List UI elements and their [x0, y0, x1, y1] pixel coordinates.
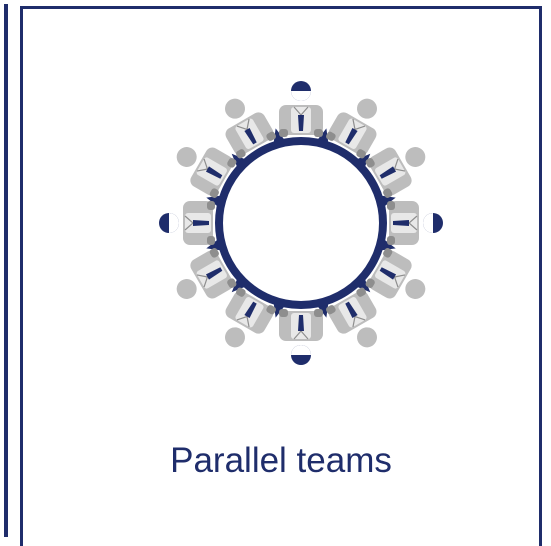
- person-seated-icon: [176, 147, 237, 198]
- person-seated-icon: [176, 248, 237, 299]
- team-member: [176, 147, 237, 198]
- team-member: [159, 201, 215, 245]
- team-member: [326, 98, 377, 159]
- card-caption: Parallel teams: [170, 441, 392, 480]
- person-seated-icon: [365, 248, 426, 299]
- round-table-diagram: [159, 81, 443, 365]
- team-member: [326, 287, 377, 348]
- team-member: [387, 201, 443, 245]
- round-table-icon: [215, 137, 387, 309]
- team-member: [365, 248, 426, 299]
- left-panel-border: [4, 4, 8, 537]
- person-seated-icon: [365, 147, 426, 198]
- person-seated-icon: [387, 201, 443, 245]
- team-member: [176, 248, 237, 299]
- team-member: [365, 147, 426, 198]
- parallel-teams-card[interactable]: Parallel teams: [20, 6, 542, 546]
- left-panel-edge: [0, 0, 8, 537]
- team-member: [279, 81, 323, 137]
- person-seated-icon: [279, 309, 323, 365]
- team-member: [279, 309, 323, 365]
- person-seated-icon: [326, 98, 377, 159]
- team-member: [225, 98, 276, 159]
- person-seated-icon: [225, 98, 276, 159]
- person-seated-icon: [225, 287, 276, 348]
- person-seated-icon: [279, 81, 323, 137]
- person-seated-icon: [326, 287, 377, 348]
- team-member: [225, 287, 276, 348]
- person-seated-icon: [159, 201, 215, 245]
